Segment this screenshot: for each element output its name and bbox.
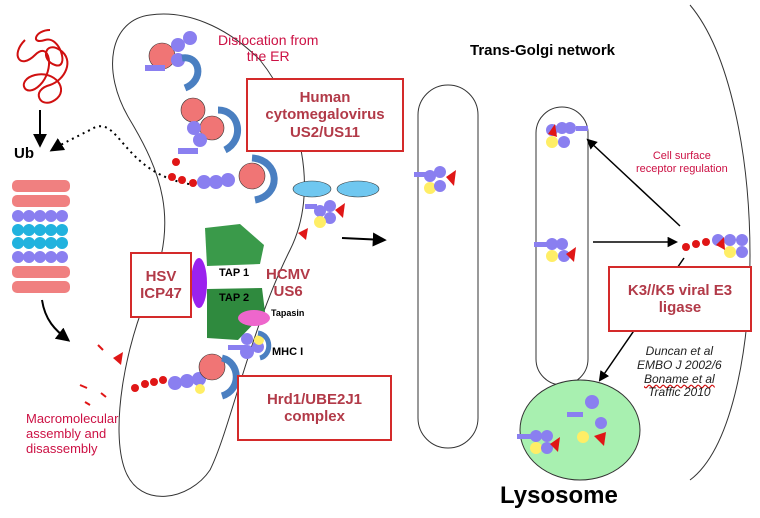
reference-line-2: EMBO J 2002/6 — [637, 357, 722, 372]
macromolecular-label: Macromolecular assembly and disassembly — [26, 411, 119, 457]
lysosome-label: Lysosome — [500, 482, 618, 509]
hrd1-line-1: Hrd1/UBE2J1 — [266, 390, 363, 408]
lysosome-body — [519, 379, 641, 481]
macro-line-2: assembly and — [26, 425, 107, 441]
tap1-label: TAP 1 — [219, 267, 250, 279]
mhc-complex-er-2 — [178, 97, 242, 154]
mhc-label: MHC I — [272, 346, 304, 358]
dislocation-line-1: Dislocation from — [218, 32, 319, 48]
tap2-label: TAP 2 — [219, 292, 250, 304]
hcmv-line-2: US6 — [273, 283, 303, 301]
mhc-complex-tgn-mid — [534, 238, 576, 262]
reference-line-3: Boname et al — [644, 371, 715, 386]
cell-surface-line-1: Cell surface — [652, 150, 711, 162]
trans-golgi-label: Trans-Golgi network — [470, 42, 616, 59]
human-cmv-line-3: US2/US11 — [289, 123, 361, 141]
ub-label: Ub — [14, 145, 34, 162]
tap-complex — [191, 224, 270, 340]
hsv-line-1: HSV — [145, 267, 177, 285]
macro-line-1: Macromolecular — [26, 411, 119, 426]
mhc-complex-er-1 — [145, 31, 202, 92]
plasma-membrane — [689, 4, 751, 481]
macro-line-3: disassembly — [26, 440, 98, 456]
tapasin-label: Tapasin — [271, 308, 305, 318]
cell-surface-line-2: receptor regulation — [636, 162, 728, 175]
mhc-complex-er-exit — [292, 180, 380, 240]
proteasome-icon — [12, 180, 70, 293]
misfolded-protein-icon — [16, 29, 69, 104]
peptide-triangle — [113, 352, 123, 365]
hrd1-box: Hrd1/UBE2J1 complex — [237, 375, 392, 441]
hcmv-line-1: HCMV — [266, 266, 311, 283]
degradation-arrow — [41, 299, 71, 342]
golgi-cisterna-left — [417, 84, 479, 449]
mhc-complex-loading — [228, 330, 272, 361]
hrd1-line-2: complex — [284, 408, 345, 425]
hcmv-label: HCMV US6 — [266, 266, 310, 301]
hsv-box: HSV ICP47 — [130, 252, 192, 318]
er-to-golgi-arrow — [341, 232, 387, 247]
surface-to-tgn-arrow — [586, 138, 681, 227]
peptide-fragments — [79, 344, 107, 406]
cell-surface-label: Cell surface receptor regulation — [636, 150, 728, 175]
mhc-complex-tgn-top — [546, 122, 588, 148]
references-block: Duncan et al EMBO J 2002/6 Boname et al … — [637, 344, 722, 400]
k3k5-box: K3//K5 viral E3 ligase — [608, 266, 752, 332]
dislocation-line-2: the ER — [246, 48, 290, 65]
mhc-complex-golgi — [414, 166, 456, 194]
hsv-line-2: ICP47 — [140, 285, 182, 302]
mhc-complex-hrd1 — [131, 353, 240, 400]
mhc-complex-dislocating — [168, 154, 278, 204]
lysosome-contents — [517, 395, 607, 454]
dislocation-label: Dislocation from the ER — [218, 32, 318, 64]
mhc-complex-surface — [682, 234, 748, 258]
k3k5-line-2: ligase — [658, 299, 702, 316]
reference-line-1: Duncan et al — [645, 344, 714, 358]
human-cmv-line-2: cytomegalovirus — [265, 106, 385, 124]
human-cmv-box: Human cytomegalovirus US2/US11 — [246, 78, 404, 152]
k3k5-line-1: K3//K5 viral E3 — [627, 281, 733, 299]
human-cmv-line-1: Human — [299, 89, 351, 107]
reference-line-4: Traffic 2010 — [648, 385, 711, 400]
